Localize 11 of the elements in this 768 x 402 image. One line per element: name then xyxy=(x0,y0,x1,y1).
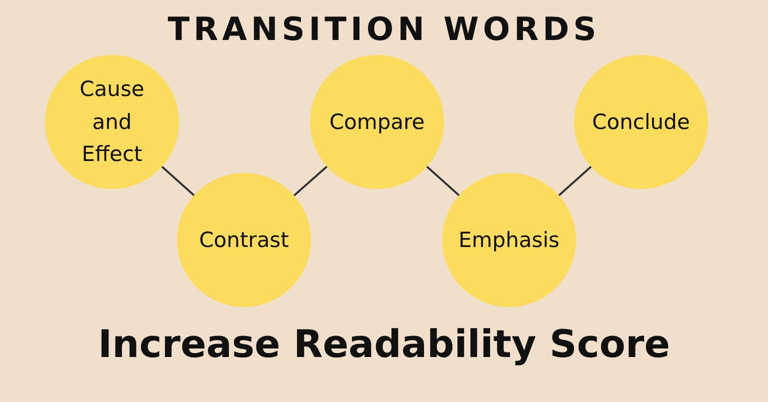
connector-line xyxy=(558,166,592,196)
topic-label: Cause and Effect xyxy=(78,76,146,168)
topic-label: Conclude xyxy=(592,108,690,136)
connector-line xyxy=(293,166,328,196)
topic-label: Emphasis xyxy=(458,226,560,254)
diagram-title: TRANSITION WORDS xyxy=(166,10,602,48)
connector-line xyxy=(426,166,460,196)
connector-line xyxy=(161,166,195,196)
diagram-caption: Increase Readability Score xyxy=(97,322,671,366)
topic-label: Compare xyxy=(329,108,425,136)
topic-label: Contrast xyxy=(199,226,289,254)
